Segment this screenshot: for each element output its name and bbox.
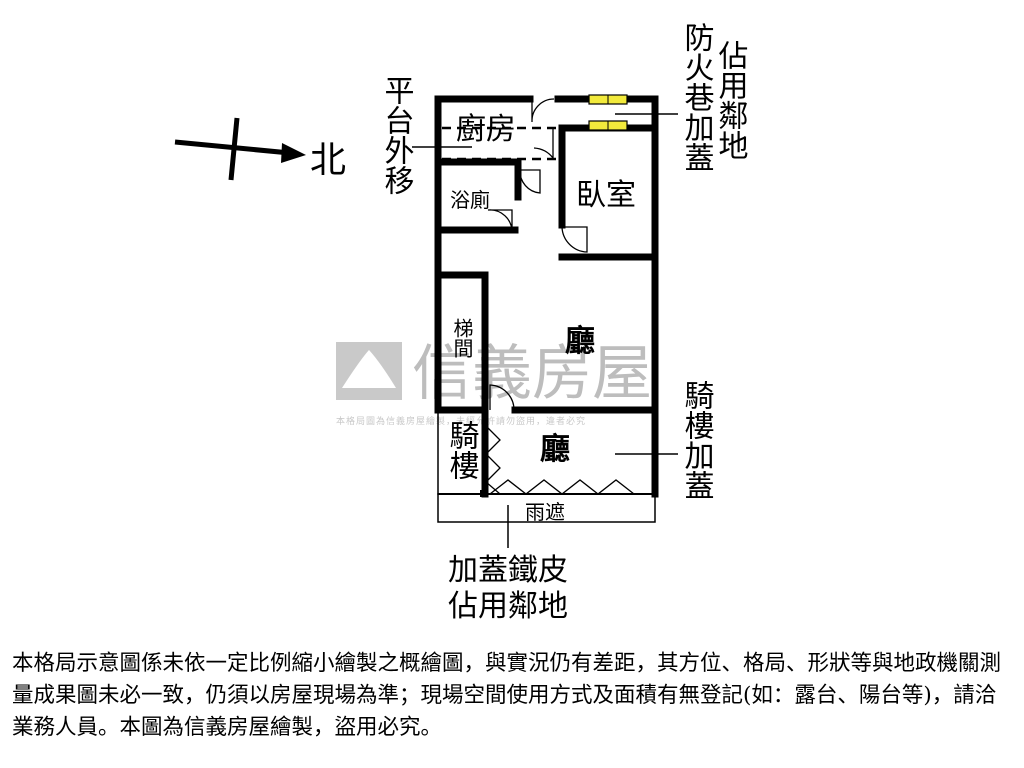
floor-plan: 信義房屋 本格局圖為信義房屋繪製，未經允許請勿盜用，違者必究 北 (174, 22, 749, 624)
annotation-fire-lane: 防火巷加蓋 (679, 22, 715, 172)
door-kitchen-icon (531, 98, 555, 123)
doors (487, 98, 588, 411)
room-living-upper-label: 廳 (565, 324, 595, 359)
watermark-brand: 信義房屋 (412, 339, 652, 409)
door-platform-icon (533, 128, 554, 160)
room-bedroom-label: 臥室 (576, 178, 636, 213)
annotation-platform-shift: 平台外移 (379, 75, 415, 195)
compass: 北 (174, 117, 346, 181)
awning-label: 雨遮 (525, 500, 565, 524)
annotation-occupy-neighbor: 佔用鄰地 (713, 40, 749, 160)
room-kitchen-label: 廚房 (456, 112, 516, 147)
room-stairwell-label: 梯間 (450, 318, 474, 358)
watermark-logo-shape (342, 350, 396, 388)
arcade-zigzag (485, 425, 501, 495)
room-living-lower-label: 廳 (540, 432, 570, 467)
door-bathroom-top-icon (519, 169, 541, 194)
door-bathroom-icon (487, 209, 513, 233)
front-zigzag (489, 479, 635, 495)
thin-lines (412, 113, 678, 548)
compass-arrow-icon (281, 143, 306, 163)
compass-cross (228, 117, 240, 181)
north-label: 北 (310, 140, 346, 181)
room-bathroom-label: 浴廁 (450, 188, 490, 212)
watermark-subtext: 本格局圖為信義房屋繪製，未經允許請勿盜用，違者必究 (336, 415, 586, 427)
annotation-arcade-addition: 騎樓加蓋 (679, 380, 715, 500)
disclaimer-text: 本格局示意圖係未依一定比例縮小繪製之概繪圖，與實況仍有差距，其方位、格局、形狀等… (12, 651, 1002, 740)
windows (588, 94, 628, 131)
room-arcade-label: 騎樓 (444, 420, 480, 480)
door-bedroom-icon (561, 226, 588, 253)
annotation-iron-roof-line2: 佔用鄰地 (448, 589, 568, 624)
door-stair-icon (489, 384, 515, 411)
folding-doors (480, 425, 635, 497)
annotation-iron-roof-line1: 加蓋鐵皮 (448, 553, 568, 588)
watermark: 信義房屋 本格局圖為信義房屋繪製，未經允許請勿盜用，違者必究 (336, 339, 652, 427)
dashed-lines (442, 126, 558, 161)
